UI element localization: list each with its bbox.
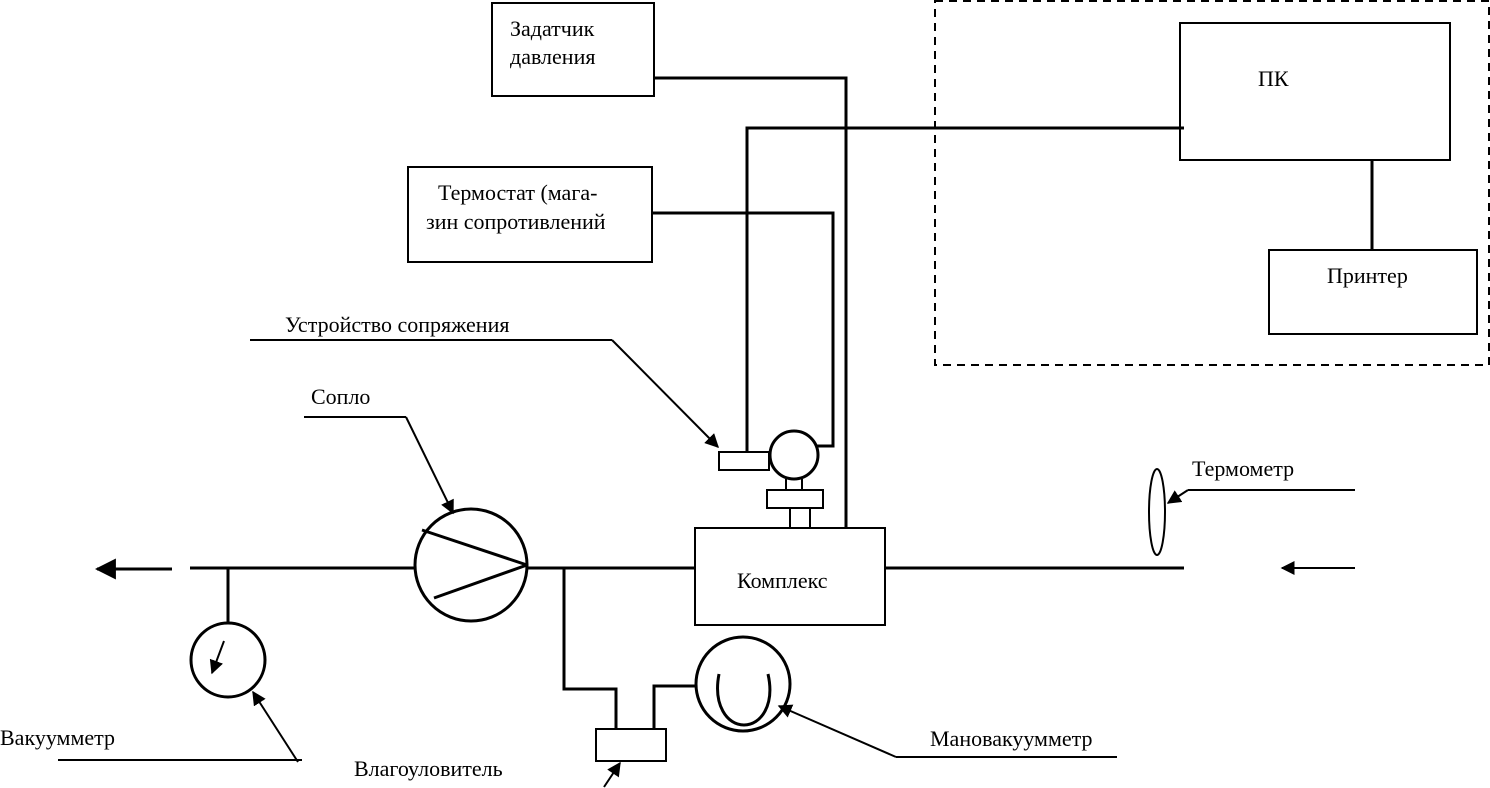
nozzle (413, 507, 529, 623)
pressure-setter-link (654, 76, 848, 528)
vacuum-gauge (189, 621, 267, 699)
thermostat-link (652, 211, 835, 448)
thermostat-label-line1: Термостат (мага- (438, 180, 597, 205)
pressure-vacuum-gauge-label: Мановакуумметр (930, 726, 1093, 751)
nozzle-pointer (405, 416, 454, 515)
pc-interface-link (745, 126, 1184, 452)
moisture-trap-pointer (603, 761, 621, 788)
computer-system-enclosure (934, 0, 1490, 366)
thermometer-sensor (1148, 468, 1166, 556)
thermometer-pointer (1166, 489, 1189, 504)
printer-label: Принтер (1327, 263, 1408, 288)
moisture-trap-line-right (652, 684, 697, 729)
complex-label: Комплекс (737, 568, 828, 593)
pressure-setter-label-line1: Задатчик (510, 16, 595, 41)
pressure-vacuum-gauge-pointer (777, 704, 897, 758)
moisture-trap-label: Влагоуловитель (354, 756, 503, 781)
pressure-setter-label-line2: давления (510, 44, 595, 69)
thermostat-label-line2: зин сопротивлений (426, 209, 606, 234)
interface-device-label: Устройство сопряжения (285, 312, 509, 337)
nozzle-label: Сопло (311, 384, 370, 409)
complex-block: Комплекс (694, 527, 886, 626)
vacuum-gauge-pointer (252, 690, 299, 763)
moisture-trap-line-left (562, 568, 618, 729)
printer-block: Принтер (1268, 249, 1478, 335)
moisture-trap (595, 728, 667, 762)
interface-device-pointer (611, 339, 719, 448)
pressure-vacuum-gauge (694, 635, 792, 733)
interface-device (718, 429, 824, 528)
vacuum-gauge-label: Вакуумметр (0, 725, 115, 750)
pressure-setter-block: Задатчик давления (491, 2, 655, 97)
pc-block: ПК (1179, 22, 1451, 161)
thermostat-block: Термостат (мага- зин сопротивлений (407, 166, 653, 263)
thermometer-label: Термометр (1192, 456, 1294, 481)
pc-label: ПК (1258, 66, 1289, 91)
